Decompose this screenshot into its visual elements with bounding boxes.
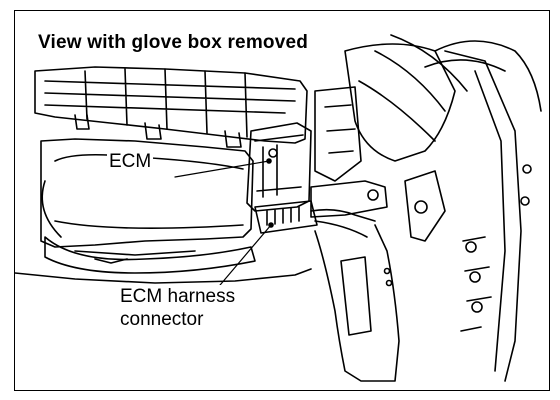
lower-body <box>40 138 254 248</box>
connector-leader-dot <box>268 222 274 228</box>
bottom-tray <box>44 236 256 274</box>
tray-detail <box>74 250 196 264</box>
ecm-callout: ECM <box>107 150 154 173</box>
right-clip-2 <box>520 196 530 206</box>
column-tubes <box>358 34 468 142</box>
harness-connector <box>254 200 318 234</box>
frame-cutout <box>340 256 372 336</box>
right-panel-bolts <box>460 236 492 332</box>
harness-cable <box>310 208 376 238</box>
housing-ribs <box>44 68 296 138</box>
lower-panel-line <box>15 268 312 284</box>
right-panel <box>444 50 522 382</box>
ecm-body <box>246 122 312 212</box>
upper-housing <box>34 66 308 144</box>
figure-caption: View with glove box removed <box>35 32 312 54</box>
frame-hole-1 <box>383 267 391 275</box>
ecm-leader-line <box>174 160 270 178</box>
right-bolt-2 <box>469 271 481 283</box>
column-shroud <box>344 43 456 162</box>
housing-tabs <box>74 114 242 148</box>
connector-pins <box>266 206 300 226</box>
right-bolt-3 <box>471 301 483 313</box>
dash-frame <box>314 224 400 382</box>
right-clip-1 <box>522 164 532 174</box>
bracket-bolt <box>367 189 379 201</box>
right-bolt-1 <box>465 241 477 253</box>
line-art-illustration <box>15 34 542 382</box>
connector-leader-line <box>214 224 272 292</box>
right-wiring <box>424 40 542 112</box>
lower-pipe <box>41 180 62 238</box>
harness-callout-line2: connector <box>120 309 204 330</box>
side-brace-bolt <box>414 200 428 214</box>
harness-callout-line1: ECM harness <box>120 286 236 307</box>
harness-connector-callout: ECM harness connector <box>118 285 238 331</box>
frame-hole-2 <box>385 279 393 287</box>
ecm-leader-dot <box>266 158 272 164</box>
column-bracket <box>314 86 362 182</box>
ecm-edges <box>254 134 304 198</box>
figure-frame: View with glove box removed <box>14 10 550 391</box>
ecm-bolt <box>268 148 278 158</box>
side-brace <box>404 170 446 242</box>
mounting-bracket <box>310 180 388 218</box>
column-bracket-detail <box>324 104 356 154</box>
